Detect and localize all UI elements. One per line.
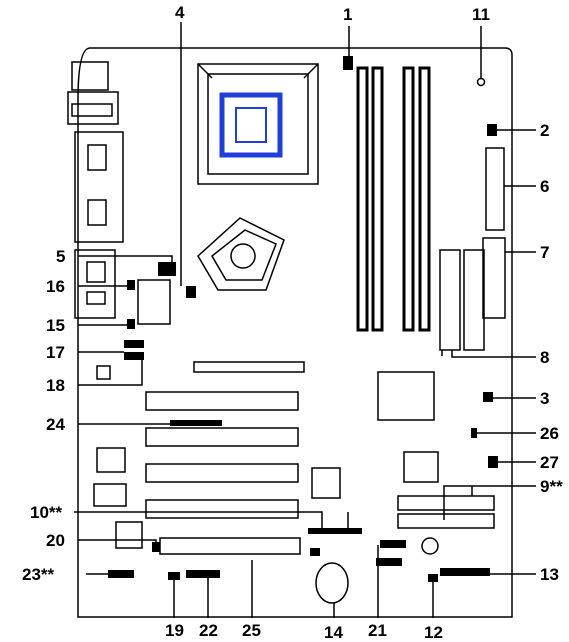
bios-chip	[311, 467, 341, 499]
callout-24: 24	[46, 415, 65, 434]
callout-9: 9**	[540, 477, 563, 496]
northbridge-heatsink	[197, 217, 285, 291]
header-18	[124, 352, 144, 360]
header-3	[483, 392, 493, 402]
callout-18: 18	[46, 376, 65, 395]
header-23	[108, 570, 134, 578]
header-22	[186, 570, 220, 578]
callout-23: 23**	[22, 565, 55, 584]
battery	[315, 562, 349, 604]
header-5	[158, 262, 176, 276]
header-26	[471, 428, 477, 438]
southbridge-chip	[377, 371, 435, 421]
rear-io-panel	[67, 61, 124, 319]
cpu-socket	[197, 63, 319, 185]
callout-26: 26	[540, 424, 559, 443]
callout-leaders	[74, 22, 536, 618]
callout-8: 8	[540, 348, 550, 367]
header-13	[440, 568, 490, 576]
callout-20: 20	[46, 531, 65, 550]
atx-power-connector	[485, 147, 505, 231]
expansion-slots	[145, 361, 305, 555]
callout-22: 22	[199, 621, 218, 640]
dimm-slots	[356, 66, 431, 332]
raid-ide-connector-2	[397, 513, 495, 529]
buzzer	[421, 537, 439, 555]
callout-6: 6	[540, 177, 550, 196]
callout-27: 27	[540, 453, 559, 472]
callout-7: 7	[540, 243, 550, 262]
header-24	[170, 420, 222, 426]
floppy-connector	[482, 237, 506, 319]
header-21b	[376, 558, 402, 566]
callout-5: 5	[56, 247, 66, 266]
header-12	[428, 574, 438, 582]
header-16	[127, 280, 135, 290]
small-chip-2	[96, 365, 111, 380]
raid-ide-connector-1	[397, 495, 495, 511]
callout-2: 2	[540, 121, 550, 140]
header-21a	[380, 540, 406, 548]
callout-4: 4	[175, 3, 185, 22]
callout-15: 15	[46, 316, 65, 335]
header-2	[487, 124, 497, 136]
callout-3: 3	[540, 389, 550, 408]
callout-16: 16	[46, 277, 65, 296]
header-4	[186, 286, 196, 298]
header-15	[127, 319, 135, 329]
callout-14: 14	[324, 623, 343, 642]
callout-21: 21	[368, 621, 387, 640]
header-19	[168, 572, 180, 580]
callout-13: 13	[540, 565, 559, 584]
io-chip	[403, 451, 439, 483]
header-1	[343, 56, 353, 70]
callout-11: 11	[472, 5, 490, 24]
board-outline	[77, 47, 513, 618]
header-14-block	[310, 548, 320, 556]
header-17	[124, 340, 144, 348]
header-20	[152, 542, 160, 552]
callout-1: 1	[343, 5, 353, 24]
ide-connectors	[439, 249, 485, 351]
callout-17: 17	[46, 343, 65, 362]
header-27	[488, 456, 498, 468]
small-chip	[137, 279, 171, 325]
callout-12: 12	[424, 623, 443, 642]
callout-10: 10**	[30, 503, 63, 522]
callout-25: 25	[242, 621, 261, 640]
callout-19: 19	[165, 621, 184, 640]
header-10	[308, 528, 362, 534]
